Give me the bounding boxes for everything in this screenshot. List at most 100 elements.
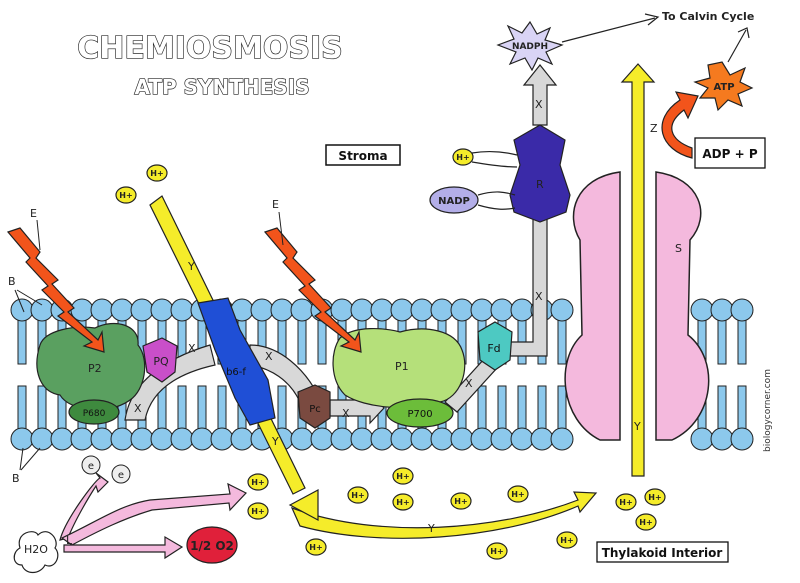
- electron: [111, 464, 131, 484]
- proton-label: H+: [560, 536, 573, 545]
- proton-label: H+: [396, 498, 409, 507]
- lipid-head: [130, 427, 154, 451]
- lipid-tail: [37, 385, 47, 431]
- cytochrome-b6f: b6-f: [197, 297, 276, 426]
- lipid-head: [390, 427, 414, 451]
- proton-label: H+: [251, 507, 264, 516]
- light-energy-bolt: E: [263, 198, 362, 353]
- atp-synthase-s: S: [564, 171, 710, 441]
- lipid-head: [90, 298, 114, 322]
- y-label: Y: [187, 260, 195, 273]
- electron-transport-path: [124, 64, 558, 425]
- lipid-tail: [497, 385, 507, 431]
- proton-flow-arrow-synthase: Y: [620, 63, 656, 477]
- proton-label: H+: [456, 153, 469, 162]
- lipid-head: [110, 427, 134, 451]
- lipid-head: [470, 298, 494, 322]
- stroma-box: [325, 144, 401, 166]
- lipid-head: [530, 427, 554, 451]
- x-label: X: [342, 407, 350, 420]
- lipid-head: [70, 427, 94, 451]
- r-label: R: [536, 178, 544, 191]
- proton-label: H+: [639, 518, 652, 527]
- lipid-head: [370, 427, 394, 451]
- proton: [450, 492, 472, 510]
- lipid-head: [390, 298, 414, 322]
- lipid-tail: [197, 385, 207, 431]
- lipid-head: [510, 298, 534, 322]
- subtitle: ATP SYNTHESIS: [134, 75, 309, 99]
- pc-label: Pc: [309, 404, 321, 415]
- lipid-head: [330, 298, 354, 322]
- fd-label: Fd: [487, 342, 500, 355]
- to-calvin-cycle-label: To Calvin Cycle: [662, 10, 754, 23]
- photosystem-1: P1 P700: [332, 327, 466, 428]
- lipid-head: [510, 427, 534, 451]
- proton: [644, 488, 666, 506]
- proton-label: H+: [396, 472, 409, 481]
- nadp: [429, 186, 479, 214]
- lipid-head: [410, 298, 434, 322]
- lipid-head: [730, 427, 754, 451]
- lipid-tail: [717, 317, 727, 365]
- watermark: biologycorner.com: [763, 369, 773, 452]
- proton: [452, 148, 474, 166]
- lipid-head: [370, 298, 394, 322]
- proton: [556, 531, 578, 549]
- carrier-x-labels: X X X X X X X: [134, 98, 543, 420]
- proton: [115, 186, 137, 204]
- e-label: E: [30, 207, 37, 220]
- nadph-label: NADPH: [512, 42, 548, 52]
- lipid-tail: [537, 385, 547, 431]
- proton: [507, 485, 529, 503]
- lipid-head: [170, 298, 194, 322]
- proton: [392, 467, 414, 485]
- lipid-tail: [17, 385, 27, 431]
- pq-label: PQ: [153, 355, 169, 368]
- x-label: X: [535, 98, 543, 111]
- lipid-tail: [517, 385, 527, 431]
- z-label: Z: [650, 122, 658, 135]
- phospholipid-label-bottom: B: [12, 447, 41, 485]
- y-label: Y: [271, 435, 279, 448]
- proton-label: H+: [648, 493, 661, 502]
- lipid-head: [430, 427, 454, 451]
- proton-label: H+: [490, 547, 503, 556]
- lipid-head: [430, 298, 454, 322]
- lipid-head: [90, 427, 114, 451]
- lipid-tail: [737, 385, 747, 431]
- lipid-head: [30, 427, 54, 451]
- water-molecule: [13, 531, 59, 574]
- lipid-head: [690, 298, 714, 322]
- electron: [81, 455, 101, 475]
- lipid-head: [110, 298, 134, 322]
- proton-label: H+: [150, 169, 163, 178]
- lipid-tail: [557, 317, 567, 365]
- proton-label: H+: [454, 497, 467, 506]
- oxygen: [186, 526, 238, 564]
- nadp-reductase-r: R: [509, 124, 571, 223]
- proton-label: H+: [309, 543, 322, 552]
- p1-label: P1: [395, 360, 409, 373]
- lipid-head: [290, 298, 314, 322]
- title: CHEMIOSMOSIS: [77, 31, 342, 66]
- proton-label: H+: [351, 491, 364, 500]
- lipid-head: [290, 427, 314, 451]
- x-label: X: [134, 402, 142, 415]
- p2-label: P2: [88, 362, 102, 375]
- proton: [247, 502, 269, 520]
- proton-group: H+H+H+H+H+H+H+H+H+H+H+H+H+H+H+H+: [115, 148, 666, 560]
- proton-label: H+: [619, 498, 632, 507]
- lipid-head: [190, 427, 214, 451]
- atp-label: ATP: [713, 82, 734, 93]
- proton-label: H+: [511, 490, 524, 499]
- lipid-head: [230, 427, 254, 451]
- lipid-head: [150, 427, 174, 451]
- lipid-head: [10, 427, 34, 451]
- lipid-head: [450, 427, 474, 451]
- proton: [615, 493, 637, 511]
- lipid-tail: [17, 317, 27, 365]
- adp-p-box: [694, 137, 766, 169]
